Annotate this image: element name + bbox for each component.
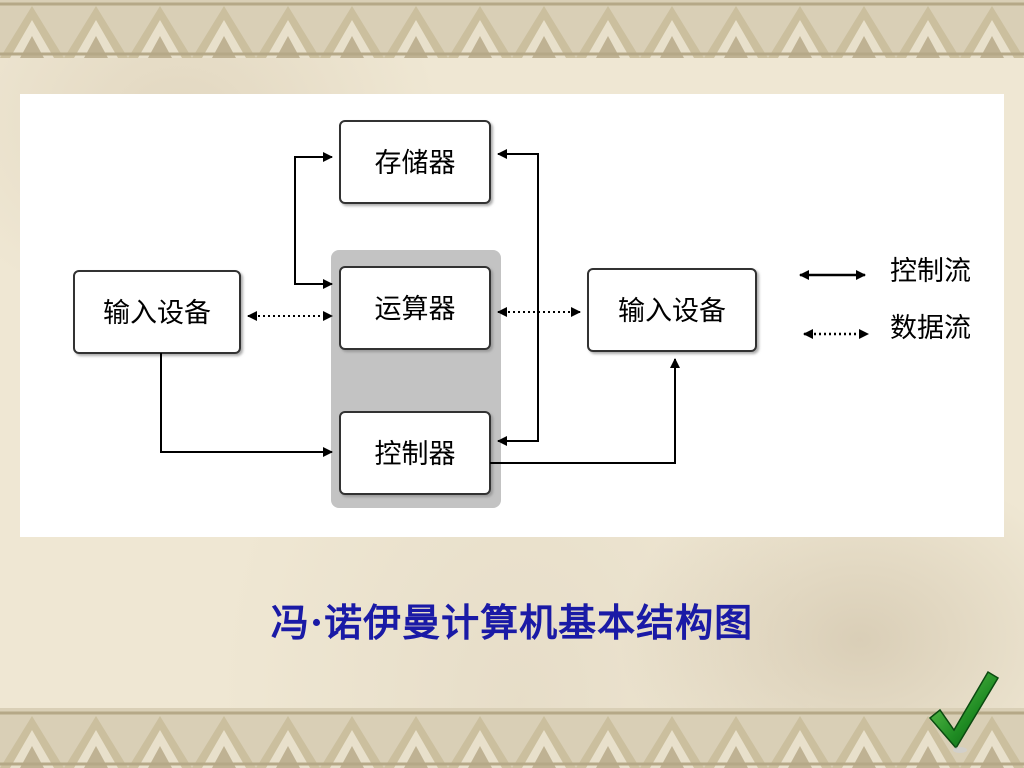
input-device-label: 输入设备 — [103, 298, 211, 329]
legend-data-flow: 数据流 — [803, 313, 971, 344]
diagram-caption: 冯·诺伊曼计算机基本结构图 — [270, 600, 754, 645]
legend-data-flow-label: 数据流 — [890, 313, 971, 344]
memory-label: 存储器 — [375, 148, 456, 179]
memory-node: 存储器 — [339, 120, 491, 204]
control-flow-memory-alu-left — [294, 152, 333, 289]
von-neumann-diagram: 存储器 运算器 控制器 输入设备 输入设备 — [73, 120, 971, 508]
check-icon[interactable] — [926, 668, 1000, 754]
control-flow-memory-controller-right — [497, 149, 539, 446]
decorative-border-bottom — [0, 708, 1024, 768]
controller-node: 控制器 — [339, 411, 491, 495]
controller-label: 控制器 — [375, 439, 456, 470]
input-device-node: 输入设备 — [73, 270, 241, 354]
output-device-label: 输入设备 — [618, 296, 726, 327]
alu-label: 运算器 — [375, 294, 456, 325]
diagram-panel: 存储器 运算器 控制器 输入设备 输入设备 — [20, 94, 1004, 537]
legend-control-flow: 控制流 — [799, 256, 971, 287]
alu-node: 运算器 — [339, 266, 491, 350]
decorative-border-top — [0, 0, 1024, 58]
output-device-node: 输入设备 — [587, 268, 757, 352]
control-flow-controller-output — [490, 358, 680, 464]
legend-control-flow-label: 控制流 — [890, 256, 971, 287]
control-flow-input-controller — [160, 353, 333, 457]
